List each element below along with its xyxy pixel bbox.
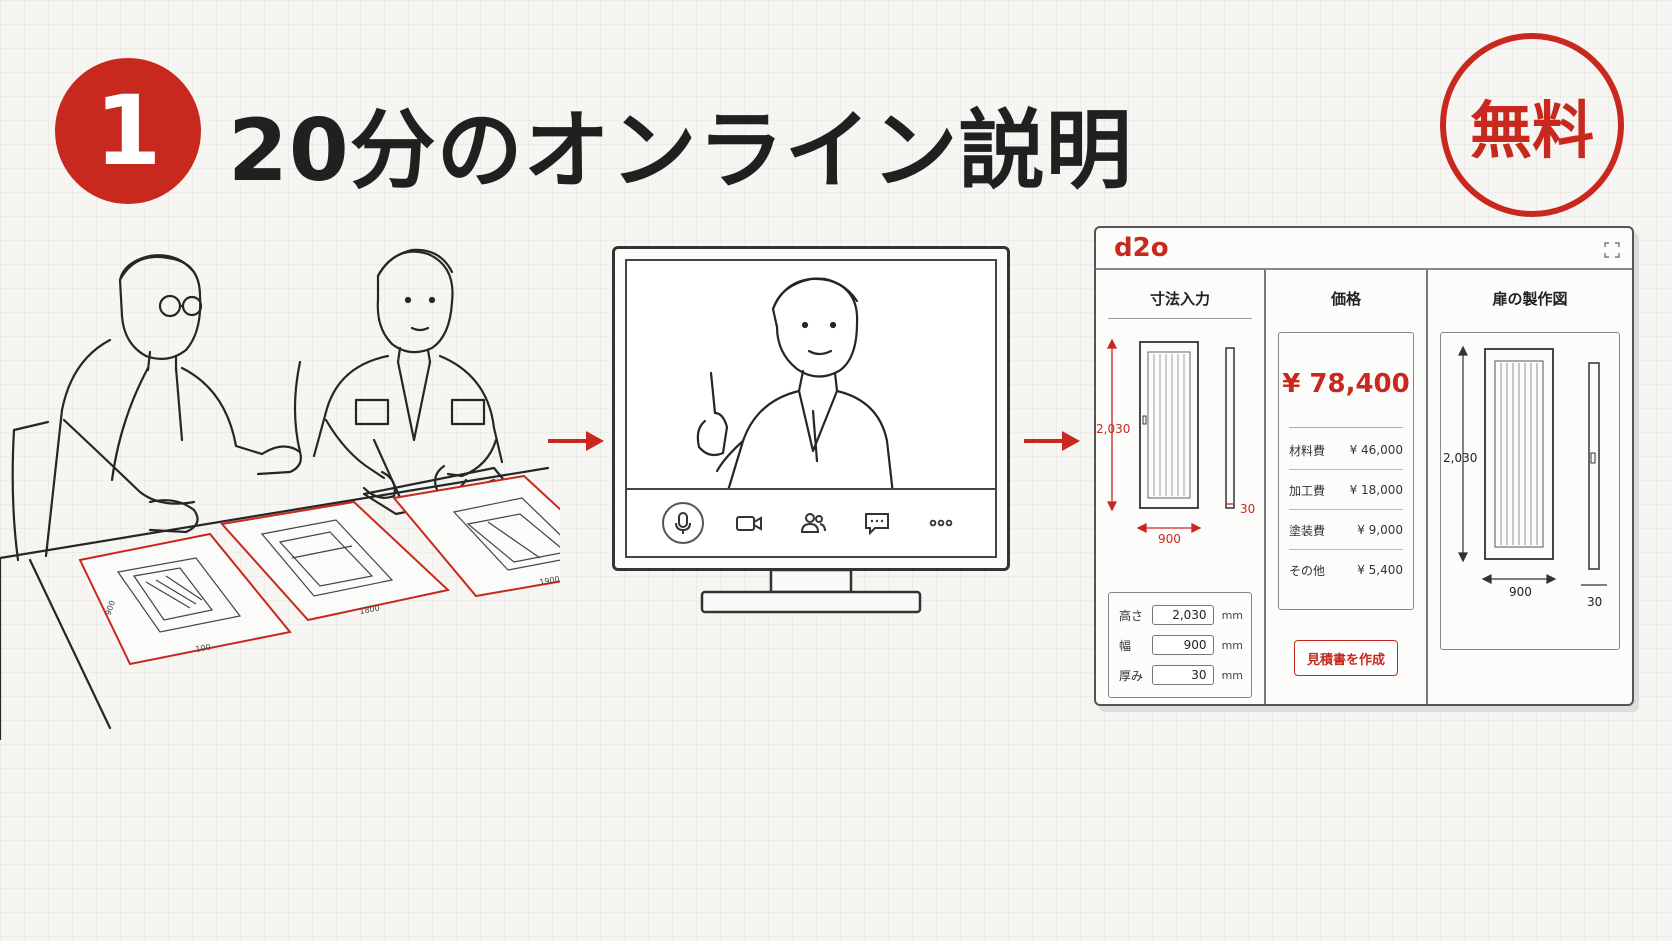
expand-icon[interactable] — [1604, 242, 1620, 258]
price-item-label: 加工費 — [1289, 483, 1326, 498]
monitor-stand — [700, 570, 922, 614]
more-icon — [929, 519, 953, 527]
dimension-panel-title: 寸法入力 — [1149, 290, 1210, 308]
price-item-label: 材料費 — [1289, 443, 1326, 458]
door-drawing — [1458, 345, 1607, 586]
door-preview — [1106, 338, 1235, 534]
price-item-value: ¥ 18,000 — [1349, 483, 1403, 497]
sheet-dim-right: 1900 — [539, 575, 560, 587]
width-input[interactable] — [1151, 635, 1214, 655]
price-item-value: ¥ 5,400 — [1357, 563, 1403, 577]
height-row: 高さ mm — [1119, 603, 1243, 627]
camera-button[interactable] — [730, 504, 768, 542]
drawing-panel-title: 扉の製作図 — [1492, 290, 1568, 308]
dimension-thickness-label: 30 — [1240, 502, 1256, 516]
mic-button[interactable] — [662, 502, 704, 544]
monitor — [612, 246, 1010, 571]
arrow-right-icon — [1024, 431, 1080, 451]
price-item-value: ¥ 46,000 — [1349, 443, 1403, 457]
price-card: ¥ 78,400 材料費 ¥ 46,000 加工費 ¥ 18,000 塗装費 ¥… — [1278, 332, 1414, 610]
price-item-label: その他 — [1289, 563, 1326, 578]
participants-button[interactable] — [794, 504, 832, 542]
sheet-dim-mid: 1800 — [359, 604, 381, 616]
d2o-app-window: d2o 寸法入力 2,030 900 30 高さ mm — [1094, 226, 1634, 706]
width-label: 幅 — [1119, 638, 1132, 653]
dimension-input-panel: 寸法入力 2,030 900 30 高さ mm 幅 — [1096, 270, 1266, 704]
price-row-material: 材料費 ¥ 46,000 — [1289, 431, 1403, 470]
width-row: 幅 mm — [1119, 633, 1243, 657]
thickness-label: 厚み — [1119, 668, 1144, 683]
call-toolbar — [627, 488, 995, 556]
thickness-unit: mm — [1221, 668, 1243, 682]
participants-icon — [800, 513, 826, 533]
drawing-card: 2,030 900 30 — [1440, 332, 1620, 650]
meeting-illustration: 900 100 1800 1900 — [0, 248, 560, 740]
camera-icon — [736, 516, 762, 531]
sheet-dim-width: 100 — [195, 642, 212, 654]
height-unit: mm — [1221, 608, 1243, 622]
dimension-height-label: 2,030 — [1096, 422, 1131, 436]
price-item-label: 塗装費 — [1289, 523, 1326, 538]
app-logo: d2o — [1114, 233, 1169, 263]
video-call-screen — [625, 259, 997, 558]
presenter-illustration — [696, 277, 895, 494]
page-title: 20分のオンライン説明 — [228, 101, 1133, 201]
drawing-width-label: 900 — [1509, 585, 1532, 599]
price-row-other: その他 ¥ 5,400 — [1289, 551, 1403, 589]
price-total: ¥ 78,400 — [1282, 369, 1410, 399]
price-row-painting: 塗装費 ¥ 9,000 — [1289, 511, 1403, 550]
app-header: d2o — [1096, 228, 1632, 270]
price-item-value: ¥ 9,000 — [1357, 523, 1403, 537]
mic-icon — [675, 512, 691, 534]
height-input[interactable] — [1151, 605, 1214, 625]
dimension-form: 高さ mm 幅 mm 厚み mm — [1108, 592, 1252, 698]
thickness-input[interactable] — [1151, 665, 1214, 685]
drawing-height-label: 2,030 — [1443, 451, 1478, 465]
create-quote-button[interactable]: 見積書を作成 — [1294, 640, 1398, 676]
more-button[interactable] — [922, 504, 960, 542]
width-unit: mm — [1221, 638, 1243, 652]
price-row-processing: 加工費 ¥ 18,000 — [1289, 471, 1403, 510]
arrow-right-icon — [548, 431, 604, 451]
dimension-width-label: 900 — [1158, 532, 1181, 546]
price-panel: 価格 ¥ 78,400 材料費 ¥ 46,000 加工費 ¥ 18,000 塗装… — [1266, 270, 1428, 704]
free-stamp: 無料 — [1440, 33, 1624, 217]
chat-icon — [865, 513, 889, 536]
price-panel-title: 価格 — [1330, 290, 1361, 308]
step-number-badge: 1 — [55, 58, 201, 204]
thickness-row: 厚み mm — [1119, 663, 1243, 687]
height-label: 高さ — [1119, 608, 1144, 623]
door-drawing-panel: 扉の製作図 2,030 900 30 — [1428, 242, 1632, 704]
drawing-thickness-label: 30 — [1587, 595, 1603, 609]
chat-button[interactable] — [858, 504, 896, 542]
